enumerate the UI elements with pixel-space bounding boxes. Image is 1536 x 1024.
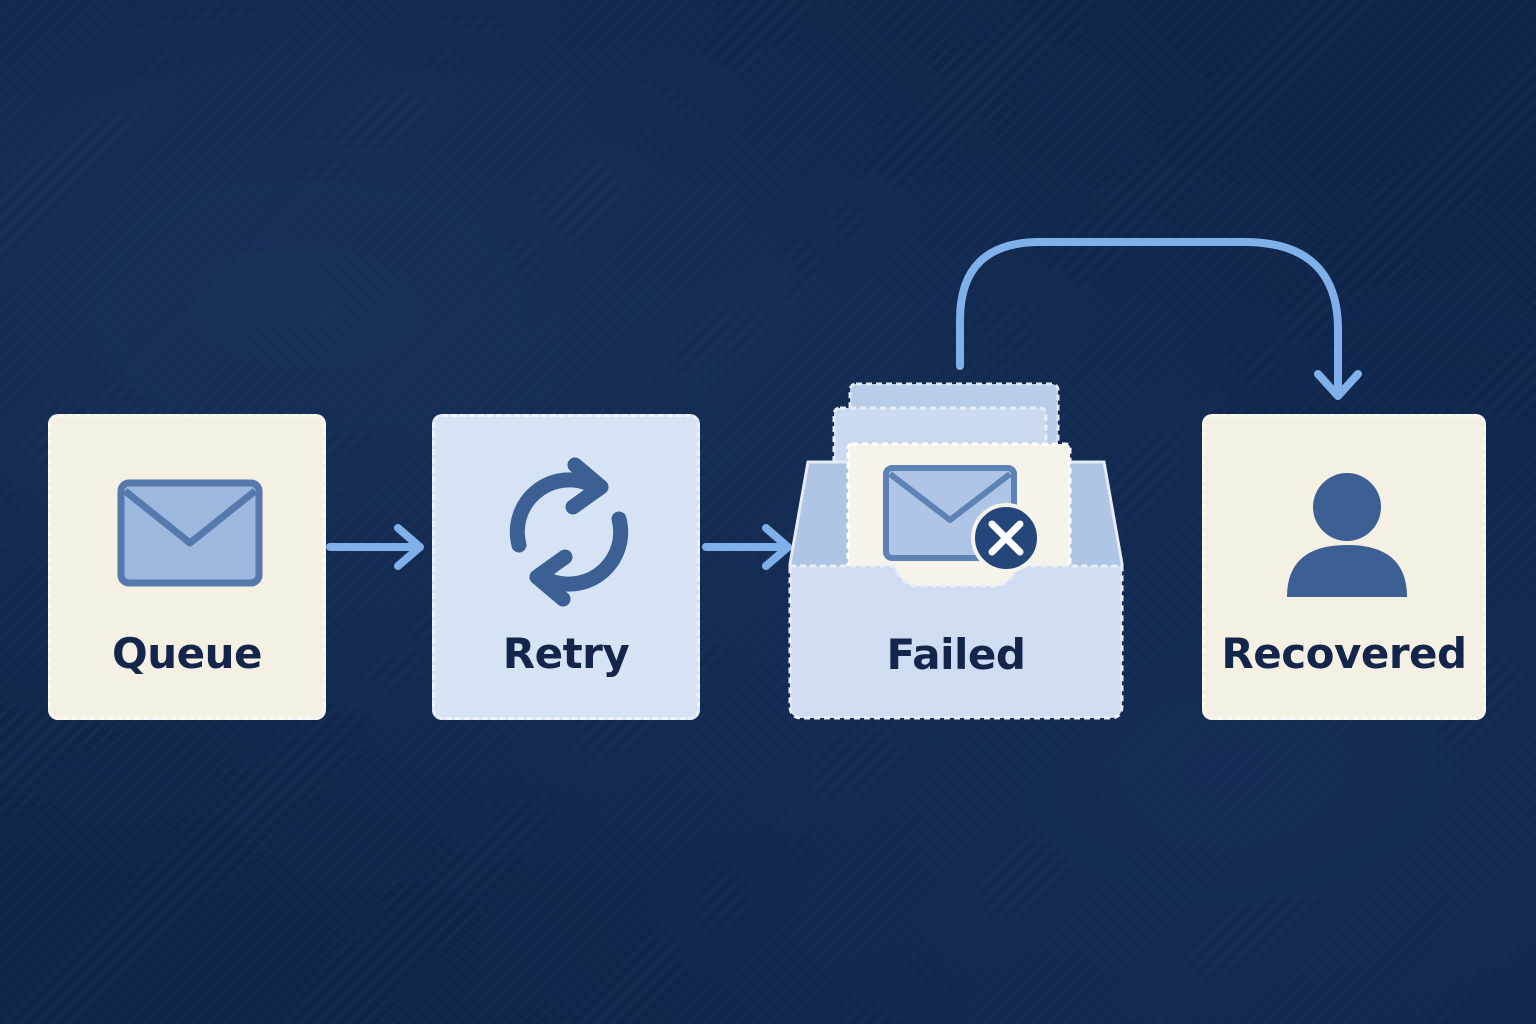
refresh-icon: [509, 457, 629, 607]
edge-queue-retry: [326, 524, 424, 570]
envelope-icon: [117, 479, 263, 587]
node-queue[interactable]: Queue: [48, 414, 326, 720]
error-badge-icon: [971, 503, 1041, 573]
node-label-retry: Retry: [502, 629, 630, 678]
node-label-failed: Failed: [886, 630, 1026, 679]
user-icon: [1287, 473, 1407, 597]
node-label-recovered: Recovered: [1221, 629, 1467, 678]
edge-retry-failed: [702, 524, 792, 570]
inbox-tray-icon: [788, 382, 1124, 720]
edge-failed-recovered: [956, 238, 1362, 400]
node-retry[interactable]: Retry: [432, 414, 700, 720]
node-failed[interactable]: Failed: [786, 380, 1126, 722]
node-label-queue: Queue: [112, 629, 262, 678]
node-recovered[interactable]: Recovered: [1202, 414, 1486, 720]
